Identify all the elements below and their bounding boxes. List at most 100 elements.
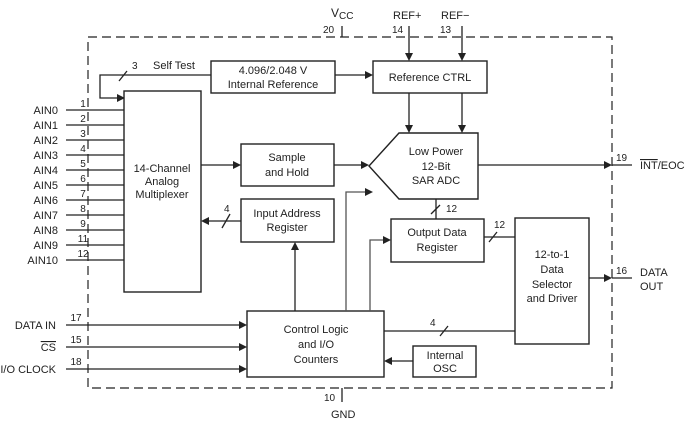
gnd-pin-number: 10 (324, 393, 336, 404)
block-label: Selector (532, 279, 573, 291)
arrow-head (458, 53, 466, 61)
ref-minus-pin: REF− 13 (440, 10, 469, 61)
int-eoc-pin-number: 19 (616, 153, 628, 164)
digital-input-label: I/O CLOCK (0, 364, 56, 376)
analog-input-label: AIN3 (34, 150, 58, 162)
ref-plus-label: REF+ (393, 10, 421, 22)
sample-hold-block: Sample and Hold (240, 143, 335, 187)
self-test-width: 3 (132, 61, 138, 72)
arrow-head (405, 125, 413, 133)
digital-input-pin-number: 15 (70, 335, 82, 346)
digital-input-pin-number: 17 (70, 313, 82, 324)
analog-input-pin-number: 4 (80, 144, 86, 155)
data-out-pin-number: 16 (616, 266, 628, 277)
arrow-head (458, 125, 466, 133)
analog-input-ain2: AIN2 3 (34, 129, 124, 147)
analog-input-label: AIN0 (34, 105, 58, 117)
arrow-head (365, 188, 373, 196)
vcc-pin-number: 20 (323, 25, 335, 36)
block-label: Register (267, 222, 308, 234)
analog-input-ain5: AIN5 6 (34, 174, 124, 192)
arrow-head (405, 53, 413, 61)
analog-input-ain3: AIN3 4 (34, 144, 124, 162)
analog-input-label: AIN2 (34, 135, 58, 147)
block-label: Internal Reference (228, 79, 319, 91)
internal-reference-block: 4.096/2.048 V Internal Reference (210, 60, 336, 94)
block-label: Output Data (407, 227, 467, 239)
analog-input-pin-number: 3 (80, 129, 86, 140)
input-address-register-block: Input Address Register (240, 198, 335, 243)
block-label: 14-Channel (134, 163, 191, 175)
analog-input-pin-number: 5 (80, 159, 86, 170)
block-label: and Hold (265, 167, 309, 179)
data-selector-block: 12-to-1 Data Selector and Driver (514, 217, 590, 345)
output-data-register-block: Output Data Register (390, 218, 485, 263)
analog-input-label: AIN5 (34, 180, 58, 192)
block-label: Input Address (253, 208, 321, 220)
block-label: Low Power (409, 146, 464, 158)
arrow-head (233, 161, 241, 169)
block-label: 12-Bit (422, 161, 451, 173)
data-out-label: OUT (640, 281, 664, 293)
analog-input-ain8: AIN8 9 (34, 219, 124, 237)
address-bus-width: 4 (224, 204, 230, 215)
digital-input-pin-number: 18 (70, 357, 82, 368)
analog-input-pin-number: 2 (80, 114, 86, 125)
control-selector-bus-width: 4 (430, 318, 436, 329)
analog-input-pin-number: 6 (80, 174, 86, 185)
reference-ctrl-block: Reference CTRL (372, 60, 488, 94)
analog-input-pin-number: 11 (78, 234, 89, 245)
block-label: and I/O (298, 339, 335, 351)
arrow-head (604, 274, 612, 282)
analog-input-label: AIN1 (34, 120, 58, 132)
block-label: OSC (433, 363, 457, 375)
sar-adc-block: Low Power 12-Bit SAR ADC (368, 132, 479, 200)
ref-minus-label: REF− (441, 10, 469, 22)
vcc-pin: VCC 20 (323, 6, 353, 37)
analog-input-label: AIN6 (34, 195, 58, 207)
control-logic-block: Control Logic and I/O Counters (246, 310, 385, 378)
arrow-head (117, 94, 125, 102)
arrow-head (239, 343, 247, 351)
block-label: Reference CTRL (389, 72, 472, 84)
block-label: Data (540, 264, 564, 276)
vcc-label: VCC (331, 6, 353, 22)
chip-boundary (87, 36, 613, 389)
analog-input-label: AIN4 (34, 165, 58, 177)
arrow-head (383, 236, 391, 244)
self-test-bus: 3 Self Test (99, 60, 211, 102)
analog-input-ain7: AIN7 8 (34, 204, 124, 222)
int-eoc-label: INT/EOC (640, 160, 685, 172)
self-test-label: Self Test (153, 60, 195, 72)
analog-input-label: AIN7 (34, 210, 58, 222)
arrow-head (291, 242, 299, 250)
arrow-head (604, 161, 612, 169)
gnd-pin: 10 GND (324, 388, 356, 421)
analog-input-label: AIN10 (27, 255, 58, 267)
block-label: and Driver (527, 293, 578, 305)
arrow-head (384, 357, 392, 365)
arrow-head (239, 365, 247, 373)
ref-minus-pin-number: 13 (440, 25, 452, 36)
arrow-head (365, 71, 373, 79)
analog-input-ain9: AIN9 11 (34, 234, 124, 252)
arrow-head (239, 321, 247, 329)
data-out-output: 16 DATA OUT (589, 266, 668, 293)
analog-input-label: AIN9 (34, 240, 58, 252)
internal-osc-block: Internal OSC (412, 345, 477, 378)
block-label: Analog (145, 176, 179, 188)
ref-plus-pin: REF+ 14 (392, 10, 421, 61)
block-label: Internal (427, 350, 464, 362)
analog-input-pin-number: 9 (80, 219, 86, 230)
analog-input-pin-number: 8 (80, 204, 86, 215)
block-label: Register (417, 242, 458, 254)
adc-odr-bus-width: 12 (446, 204, 458, 215)
analog-input-label: AIN8 (34, 225, 58, 237)
analog-inputs: AIN01AIN12AIN23AIN34AIN45AIN56AIN67AIN78… (27, 99, 124, 267)
